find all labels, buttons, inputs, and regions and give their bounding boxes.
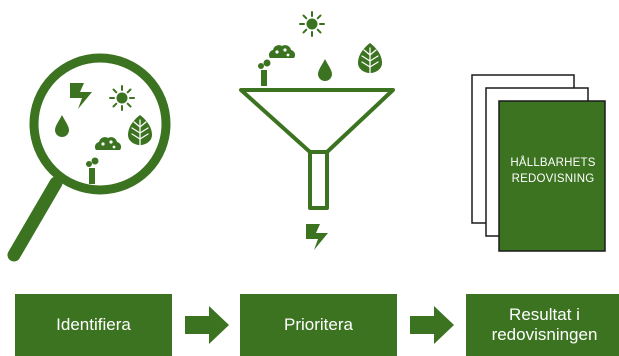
report-title: HÅLLBARHETS REDOVISNING bbox=[501, 156, 605, 187]
step-label: Identifiera bbox=[56, 314, 131, 334]
leaf-icon bbox=[357, 42, 383, 76]
report-title-line2: REDOVISNING bbox=[511, 172, 595, 185]
report-title-line1: HÅLLBARHETS bbox=[510, 157, 596, 169]
arrow-right-icon bbox=[185, 306, 229, 344]
sun-icon bbox=[109, 85, 135, 111]
factory-chimney-icon bbox=[258, 59, 271, 86]
document-stack-icon bbox=[471, 74, 606, 252]
step-label: Prioritera bbox=[284, 314, 353, 334]
step-result: Resultat i redovisningen bbox=[466, 294, 619, 356]
magnifying-glass-icon bbox=[7, 53, 171, 262]
step-identify: Identifiera bbox=[15, 294, 172, 356]
funnel-icon bbox=[239, 11, 395, 250]
water-drop-icon bbox=[318, 59, 332, 81]
lightning-icon bbox=[306, 224, 328, 250]
cloud-icon bbox=[268, 45, 296, 58]
sun-icon bbox=[299, 11, 325, 37]
arrow-right-icon bbox=[410, 306, 454, 344]
step-label: Resultat i redovisningen bbox=[491, 304, 598, 344]
step-prioritize: Prioritera bbox=[240, 294, 397, 356]
